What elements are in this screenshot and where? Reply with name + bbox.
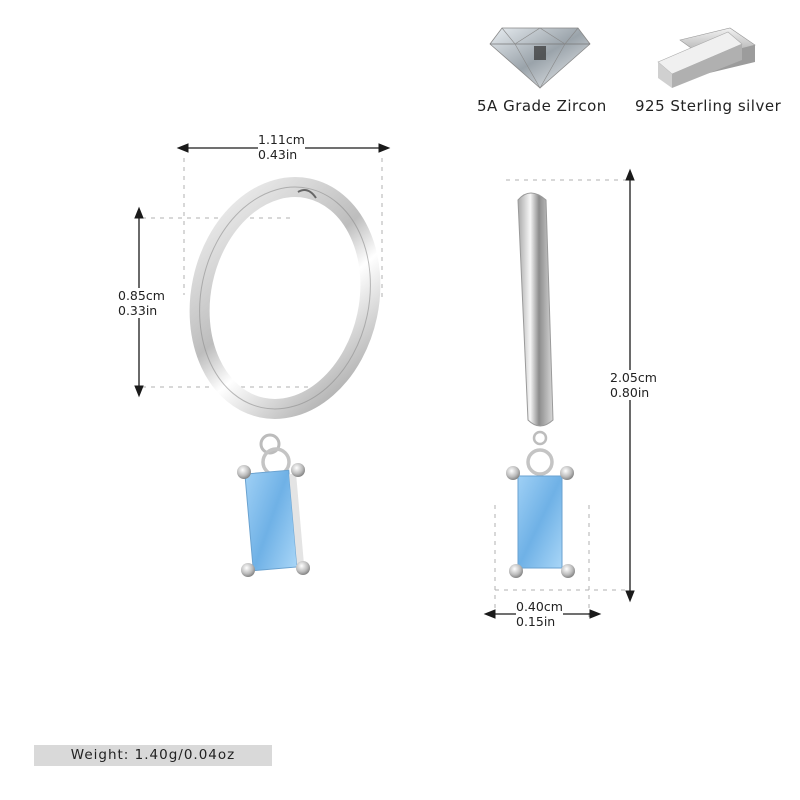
hoop-width-cm: 1.11cm [258, 132, 305, 147]
charm-width-label: 0.40cm 0.15in [516, 599, 563, 629]
hoop-width-guides [142, 158, 383, 388]
left-hoop-earring [189, 177, 381, 577]
total-length-guides [494, 179, 628, 620]
total-length-in: 0.80in [610, 385, 650, 400]
diamond-icon [489, 27, 591, 89]
right-hoop-earring-side [506, 192, 575, 578]
feature-label-silver: 925 Sterling silver [635, 97, 782, 115]
hoop-height-in: 0.33in [118, 303, 158, 318]
weight-bar: Weight: 1.40g/0.04oz [34, 745, 272, 766]
feature-label-zircon: 5A Grade Zircon [477, 97, 607, 115]
hoop-height-label: 0.85cm 0.33in [118, 288, 165, 318]
charm-width-cm: 0.40cm [516, 599, 563, 614]
hoop-width-in: 0.43in [258, 147, 298, 162]
total-length-cm: 2.05cm [610, 370, 657, 385]
charm-width-in: 0.15in [516, 614, 556, 629]
silver-bars-icon [657, 27, 756, 88]
hoop-height-cm: 0.85cm [118, 288, 165, 303]
total-length-label: 2.05cm 0.80in [610, 370, 657, 400]
hoop-width-label: 1.11cm 0.43in [258, 132, 305, 162]
